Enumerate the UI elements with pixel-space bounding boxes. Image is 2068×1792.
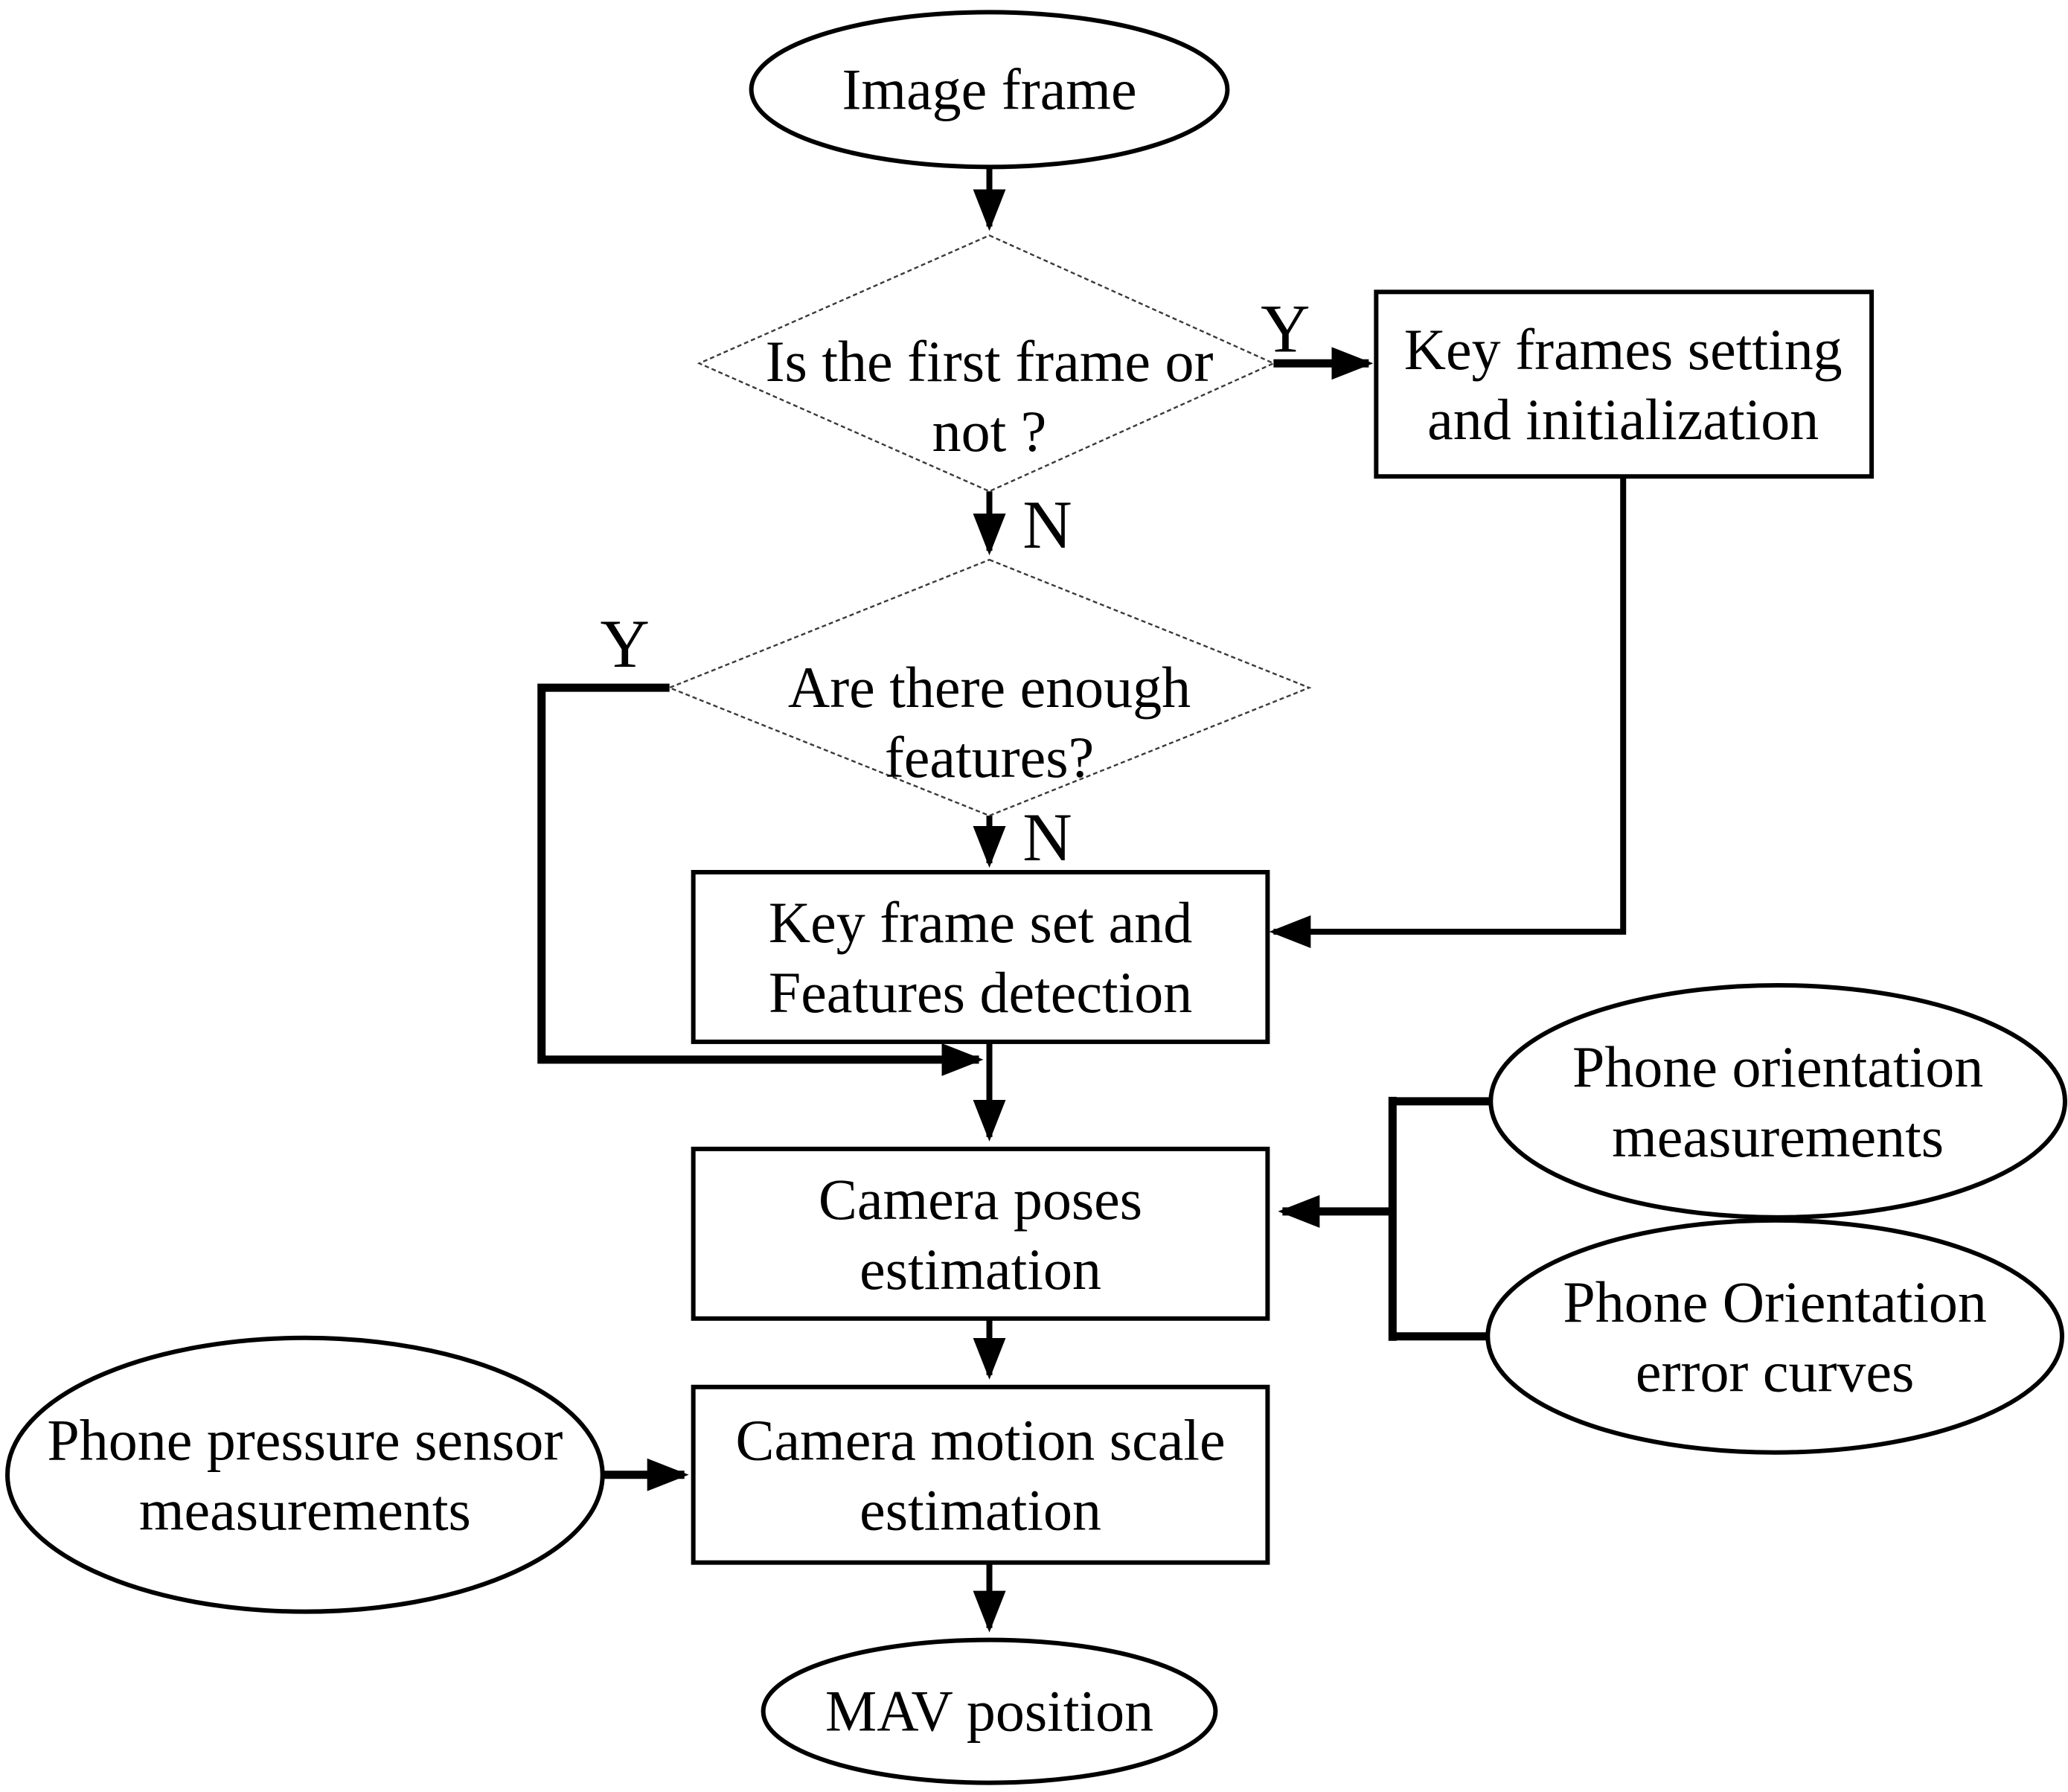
label-decision2-no: N	[1022, 799, 1072, 875]
image-frame-label: Image frame	[842, 57, 1136, 121]
phone-pressure-sensor-line1: Phone pressure sensor	[47, 1409, 563, 1473]
camera-motion-scale-line1: Camera motion scale	[735, 1409, 1225, 1473]
camera-poses-line1: Camera poses	[819, 1168, 1142, 1232]
phone-pressure-sensor-line2: measurements	[139, 1479, 471, 1543]
label-decision2-yes: Y	[600, 606, 649, 682]
label-decision1-no: N	[1022, 487, 1072, 563]
node-mav-position: MAV position	[761, 1637, 1218, 1785]
phone-orientation-measurements-line1: Phone orientation	[1572, 1035, 1983, 1099]
camera-motion-scale-rect	[691, 1384, 1270, 1565]
mav-position-ellipse	[761, 1637, 1218, 1785]
node-first-frame-decision: Is the first frame or not ?	[697, 234, 1276, 493]
key-frame-set-rect	[691, 870, 1270, 1044]
enough-features-line1: Are there enough	[788, 656, 1191, 720]
enough-features-diamond	[667, 558, 1312, 817]
node-image-frame: Image frame	[749, 10, 1230, 170]
camera-poses-rect	[691, 1146, 1270, 1321]
first-frame-diamond	[697, 234, 1276, 493]
edge-decision2-yes-loop	[537, 683, 984, 1076]
first-frame-line2: not ?	[932, 400, 1047, 464]
phone-orientation-error-ellipse	[1485, 1217, 2065, 1455]
enough-features-line2: features?	[885, 726, 1094, 790]
node-phone-orientation-measurements: Phone orientation measurements	[1488, 982, 2068, 1220]
label-decision1-yes: Y	[1261, 290, 1310, 366]
node-phone-orientation-error-curves: Phone Orientation error curves	[1485, 1217, 2065, 1455]
phone-orientation-error-line1: Phone Orientation	[1563, 1270, 1987, 1334]
phone-orientation-error-line2: error curves	[1636, 1340, 1914, 1404]
key-frames-setting-line2: and initialization	[1427, 388, 1819, 452]
node-phone-pressure-sensor: Phone pressure sensor measurements	[4, 1335, 605, 1614]
key-frame-set-line1: Key frame set and	[769, 891, 1192, 955]
edges	[537, 167, 1627, 1633]
key-frames-setting-rect	[1374, 289, 1875, 479]
node-camera-motion-scale: Camera motion scale estimation	[691, 1384, 1270, 1565]
branch-labels: Y N Y N	[600, 290, 1310, 875]
phone-orientation-measurements-ellipse	[1488, 982, 2068, 1220]
node-key-frame-set: Key frame set and Features detection	[691, 870, 1270, 1044]
key-frames-setting-line1: Key frames setting	[1404, 318, 1843, 382]
camera-motion-scale-line2: estimation	[859, 1479, 1101, 1543]
camera-poses-line2: estimation	[859, 1238, 1101, 1302]
mav-position-label: MAV position	[825, 1680, 1153, 1744]
edge-keyframessetting-to-keyframeset	[1269, 476, 1627, 948]
node-camera-poses-estimation: Camera poses estimation	[691, 1146, 1270, 1321]
node-key-frames-setting: Key frames setting and initialization	[1374, 289, 1875, 479]
image-frame-ellipse	[749, 10, 1230, 170]
first-frame-line1: Is the first frame or	[766, 330, 1214, 394]
phone-orientation-measurements-line2: measurements	[1612, 1105, 1944, 1169]
phone-pressure-sensor-ellipse	[4, 1335, 605, 1614]
node-enough-features-decision: Are there enough features?	[667, 558, 1312, 817]
key-frame-set-line2: Features detection	[769, 961, 1192, 1025]
